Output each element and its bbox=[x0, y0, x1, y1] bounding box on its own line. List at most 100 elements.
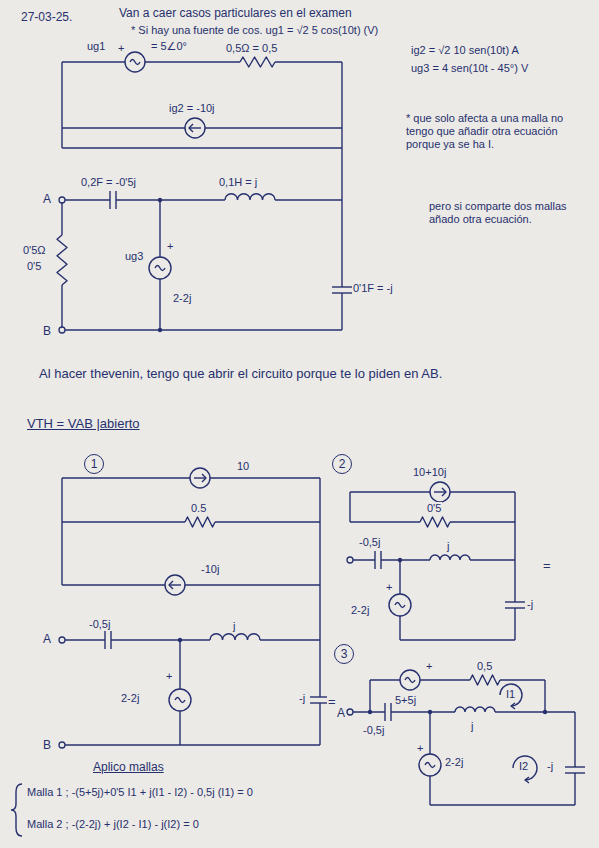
handwritten-label: A bbox=[42, 632, 52, 646]
capacitor-symbol bbox=[115, 191, 116, 209]
wire bbox=[574, 712, 575, 805]
handwritten-label: ig2 = √2 10 sen(10t) A bbox=[410, 44, 520, 57]
wire bbox=[349, 492, 350, 522]
sine-mark bbox=[130, 60, 140, 65]
junction-dot bbox=[543, 710, 547, 714]
current-source-symbol bbox=[185, 118, 205, 138]
mesh-current-arrow bbox=[513, 756, 537, 780]
terminal bbox=[59, 327, 65, 333]
handwritten-label: j bbox=[232, 620, 236, 633]
resistor-symbol bbox=[185, 517, 215, 527]
handwritten-label: B bbox=[42, 324, 52, 338]
junction-dot bbox=[158, 328, 162, 332]
handwritten-label: 0'5 bbox=[26, 260, 42, 273]
handwritten-label: 0.5 bbox=[190, 502, 207, 515]
handwritten-label: -j bbox=[546, 760, 554, 773]
handwritten-label: -10j bbox=[200, 563, 220, 576]
handwritten-label: -0,5j bbox=[358, 536, 381, 549]
wire bbox=[61, 62, 62, 148]
current-arrow bbox=[189, 124, 193, 132]
sine-mark bbox=[405, 678, 415, 683]
handwritten-label: j bbox=[470, 720, 474, 733]
capacitor-symbol bbox=[565, 766, 585, 767]
wire bbox=[62, 199, 342, 200]
current-source-symbol bbox=[165, 575, 185, 595]
capacitor-symbol bbox=[505, 601, 525, 602]
mesh-current-arrow bbox=[525, 777, 529, 783]
handwritten-label: Malla 2 ; -(2-2j) + j(I2 - I1) - j(I2) =… bbox=[26, 818, 200, 831]
handwritten-label: ig2 = -10j bbox=[168, 102, 216, 115]
resistor-symbol bbox=[240, 57, 275, 67]
handwritten-label: + bbox=[165, 670, 173, 683]
wire bbox=[62, 147, 342, 148]
junction-dot bbox=[368, 710, 372, 714]
current-arrow bbox=[442, 488, 446, 496]
handwritten-label: A bbox=[336, 706, 346, 720]
voltage-source-symbol bbox=[400, 670, 420, 690]
capacitor-symbol bbox=[380, 551, 381, 569]
current-arrow bbox=[434, 491, 446, 492]
handwritten-label: -0,5j bbox=[88, 618, 111, 631]
handwritten-label: Aplico mallas bbox=[92, 760, 165, 774]
sine-mark bbox=[395, 603, 405, 608]
wire bbox=[319, 478, 320, 745]
circled-number: 2 bbox=[332, 454, 352, 474]
wire bbox=[62, 584, 320, 585]
handwritten-label: * Si hay una fuente de cos. ug1 = √2 5 c… bbox=[130, 24, 379, 37]
handwritten-label: = bbox=[542, 558, 552, 574]
capacitor-symbol bbox=[390, 703, 391, 721]
mesh-current-arrow bbox=[500, 684, 522, 706]
handwritten-label: 5+5j bbox=[394, 694, 417, 707]
handwritten-label: Malla 1 ; -(5+5j)+0'5 I1 + j(I1 - I2) - … bbox=[26, 786, 254, 799]
handwritten-label: 0'5 bbox=[426, 502, 442, 515]
handwritten-label: 2-2j bbox=[444, 756, 464, 769]
inductor-symbol bbox=[430, 555, 470, 560]
mesh-current-arrow bbox=[511, 703, 515, 709]
handwritten-label: ug3 bbox=[124, 250, 144, 263]
sine-mark bbox=[175, 698, 185, 703]
handwritten-label: + bbox=[425, 660, 433, 673]
handwritten-label: 27-03-25. bbox=[20, 10, 73, 24]
handwritten-label: I2 bbox=[518, 760, 529, 773]
handwritten-label: 0,1H = j bbox=[218, 176, 258, 189]
handwritten-label: 0'1F = -j bbox=[352, 282, 394, 295]
wire bbox=[62, 639, 320, 640]
handwritten-label: -j bbox=[526, 598, 534, 611]
junction-dot bbox=[158, 198, 162, 202]
handwritten-label: ug1 bbox=[86, 40, 106, 53]
handwritten-label: I1 bbox=[505, 688, 516, 701]
inductor-symbol bbox=[455, 707, 495, 712]
number-text: 3 bbox=[341, 648, 348, 660]
handwritten-label: + bbox=[166, 240, 174, 253]
handwritten-label: j bbox=[446, 540, 450, 553]
handwritten-label: 0,5 bbox=[476, 660, 493, 673]
inductor-symbol bbox=[225, 194, 275, 200]
handwritten-label: VTH = VAB |abierto bbox=[26, 416, 141, 432]
handwritten-label: B bbox=[42, 738, 52, 752]
handwritten-label: = 5∠0° bbox=[150, 40, 188, 53]
circled-number: 1 bbox=[84, 454, 104, 474]
inductor-symbol bbox=[210, 634, 260, 640]
current-source-symbol bbox=[190, 468, 210, 488]
handwritten-label: pero si comparte dos mallas añado otra e… bbox=[428, 200, 590, 226]
terminal bbox=[59, 742, 65, 748]
handwritten-label: Van a caer casos particulares en el exam… bbox=[118, 6, 353, 20]
sine-mark bbox=[425, 763, 435, 768]
wire-gap bbox=[318, 697, 322, 703]
wire-gap bbox=[110, 198, 116, 202]
handwritten-label: 0,5Ω = 0,5 bbox=[225, 42, 278, 55]
brace bbox=[11, 784, 22, 836]
wire bbox=[400, 639, 515, 640]
wire bbox=[62, 744, 320, 745]
current-source-symbol bbox=[430, 482, 450, 502]
terminal bbox=[59, 637, 65, 643]
handwritten-label: 2-2j bbox=[120, 692, 140, 705]
handwritten-label: * que solo afecta a una malla no tengo q… bbox=[405, 112, 587, 152]
handwritten-label: A bbox=[42, 192, 52, 206]
capacitor-symbol bbox=[332, 292, 352, 293]
capacitor-symbol bbox=[374, 551, 375, 569]
capacitor-symbol bbox=[384, 703, 385, 721]
voltage-source-symbol bbox=[389, 594, 411, 616]
voltage-source-symbol bbox=[149, 257, 171, 279]
wire bbox=[430, 804, 575, 805]
